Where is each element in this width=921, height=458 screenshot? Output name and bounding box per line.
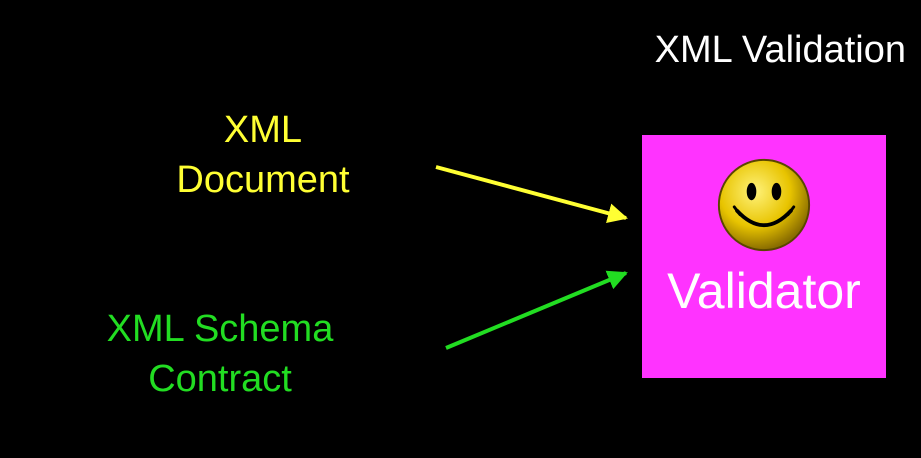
xml-schema-label: XML Schema Contract <box>70 304 370 404</box>
xml-document-label-line2: Document <box>176 159 350 201</box>
schema-arrow <box>445 270 628 350</box>
document-arrow <box>435 165 628 223</box>
slide-title: XML Validation <box>654 29 906 71</box>
smiley-face-icon <box>717 158 811 252</box>
validator-label: Validator <box>667 263 861 319</box>
xml-schema-label-line1: XML Schema <box>106 308 334 350</box>
validator-box: Validator <box>642 135 886 378</box>
xml-schema-label-line2: Contract <box>148 358 292 400</box>
xml-document-label: XML Document <box>150 105 376 205</box>
xml-document-label-line1: XML <box>223 109 303 151</box>
